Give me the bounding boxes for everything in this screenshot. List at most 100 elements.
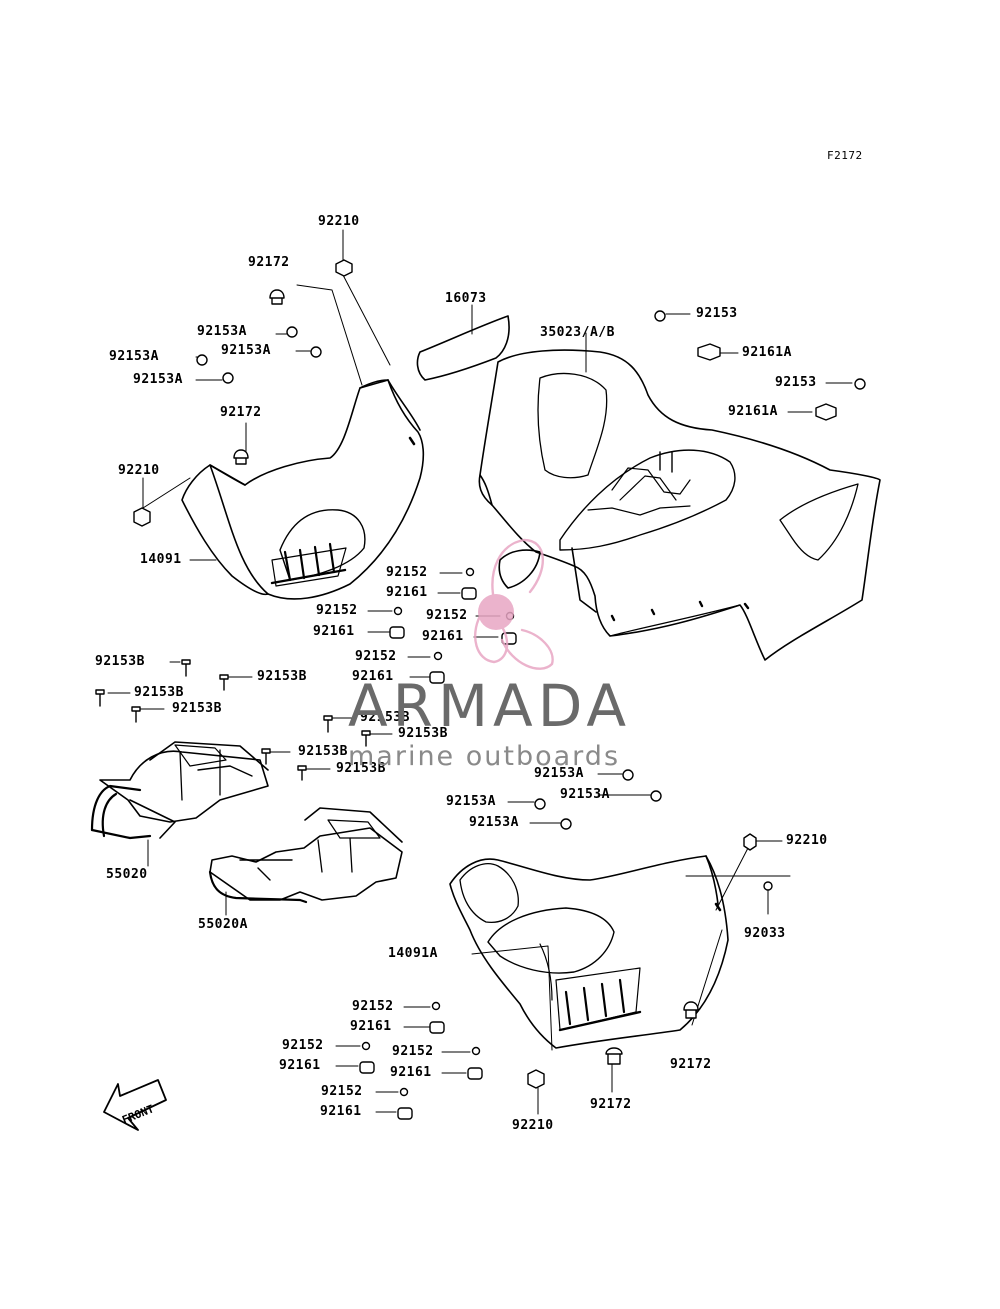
part-label: 92153 xyxy=(775,375,817,390)
clip-92153A-6 xyxy=(534,798,546,810)
grommet-92161-7 xyxy=(467,1067,483,1080)
part-label: 92152 xyxy=(392,1044,434,1059)
footrest-55020 xyxy=(90,741,269,840)
part-label: 92153B xyxy=(398,726,448,741)
rear-fender-35023 xyxy=(478,349,881,661)
clip-92153A-3 xyxy=(310,346,322,358)
part-label: 92161 xyxy=(422,629,464,644)
figure-code: F2172 xyxy=(827,149,863,162)
part-label: 92153B xyxy=(95,654,145,669)
left-front-fender-14091 xyxy=(181,379,425,600)
part-label: 92153A xyxy=(534,766,584,781)
part-label: 92153A xyxy=(469,815,519,830)
decal-16073 xyxy=(416,315,510,381)
nut-92210-right-top xyxy=(743,833,757,851)
clip-92153A-8 xyxy=(560,818,572,830)
part-label: 92172 xyxy=(670,1057,712,1072)
part-label: 92153B xyxy=(336,761,386,776)
collar-92152-5 xyxy=(431,1001,441,1011)
part-label: 92153 xyxy=(696,306,738,321)
grommet-92161-4 xyxy=(429,671,445,684)
grommet-92161-5 xyxy=(429,1021,445,1034)
part-label: 92161 xyxy=(352,669,394,684)
part-label: 92172 xyxy=(248,255,290,270)
part-label: 92152 xyxy=(352,999,394,1014)
clip-92153-top xyxy=(654,310,666,322)
part-label: 92153A xyxy=(560,787,610,802)
collar-92152-4 xyxy=(433,651,443,661)
right-front-fender-14091A xyxy=(449,855,729,1049)
part-label: 92153A xyxy=(109,349,159,364)
clip-92153A-2 xyxy=(196,354,208,366)
part-label: 92153B xyxy=(298,744,348,759)
nut-92210-bottom xyxy=(527,1069,545,1089)
collar-92152-2 xyxy=(393,606,403,616)
bolt-92172-right xyxy=(683,1001,699,1019)
bolt-92172-bottom xyxy=(605,1047,623,1065)
part-label: 92152 xyxy=(316,603,358,618)
part-label: 92153B xyxy=(172,701,222,716)
clip-92153-right xyxy=(854,378,866,390)
grommet-92161-1 xyxy=(461,587,477,600)
part-label: 92210 xyxy=(318,214,360,229)
clip-92153A-5 xyxy=(622,769,634,781)
bolt-92153B-6 xyxy=(361,730,371,747)
part-label: 92172 xyxy=(220,405,262,420)
part-label: 92161 xyxy=(320,1104,362,1119)
clip-92153A-1 xyxy=(286,326,298,338)
part-label: 92153A xyxy=(197,324,247,339)
part-label: 92152 xyxy=(386,565,428,580)
part-label: 16073 xyxy=(445,291,487,306)
collar-92152-1 xyxy=(465,567,475,577)
bolt-92153B-1 xyxy=(181,659,191,677)
bolt-92153B-5 xyxy=(323,715,333,733)
bolt-92153B-7 xyxy=(261,748,271,765)
part-label: 92161A xyxy=(742,345,792,360)
grommet-92161-2 xyxy=(389,626,405,639)
part-label: 92153A xyxy=(133,372,183,387)
part-label: 35023/A/B xyxy=(540,325,615,340)
watermark-title: ARMADA xyxy=(348,672,632,740)
clip-92033 xyxy=(763,881,773,891)
grommet-92161A-right xyxy=(815,403,837,421)
collar-92152-7 xyxy=(471,1046,481,1056)
part-label: 92033 xyxy=(744,926,786,941)
nut-92210-left xyxy=(133,507,151,527)
leader-lines xyxy=(107,229,853,1115)
bolt-92153B-8 xyxy=(297,765,307,781)
part-label: 92161 xyxy=(386,585,428,600)
bolt-92153B-4 xyxy=(131,706,141,723)
part-label: 92210 xyxy=(118,463,160,478)
part-label: 92153A xyxy=(221,343,271,358)
fasteners xyxy=(95,259,866,1120)
clip-92153A-7 xyxy=(650,790,662,802)
watermark-subtitle: marine outboards xyxy=(348,741,621,772)
part-label: 14091A xyxy=(388,946,438,961)
part-label: 92152 xyxy=(426,608,468,623)
part-label: 55020 xyxy=(106,867,148,882)
part-label: 14091 xyxy=(140,552,182,567)
part-label: 92210 xyxy=(786,833,828,848)
part-label: 92161 xyxy=(390,1065,432,1080)
part-label: 92161 xyxy=(350,1019,392,1034)
part-label: 92153A xyxy=(446,794,496,809)
part-label: 92161 xyxy=(279,1058,321,1073)
clip-92153A-4 xyxy=(222,372,234,384)
collar-92152-6 xyxy=(361,1041,371,1051)
bolt-92172-top xyxy=(269,289,285,305)
bolt-92172-left xyxy=(233,449,249,465)
watermark-logo-mark xyxy=(473,538,554,670)
grommet-92161A-top xyxy=(697,343,721,361)
part-label: 92210 xyxy=(512,1118,554,1133)
part-label: 92161 xyxy=(313,624,355,639)
footrest-55020A xyxy=(208,807,403,904)
part-label: 92153B xyxy=(360,710,410,725)
bolt-92153B-3 xyxy=(95,689,105,707)
front-direction-arrow: FRONT xyxy=(103,1079,167,1131)
collar-92152-8 xyxy=(399,1087,409,1097)
nut-92210-top xyxy=(335,259,353,277)
part-label: 92161A xyxy=(728,404,778,419)
grommet-92161-8 xyxy=(397,1107,413,1120)
